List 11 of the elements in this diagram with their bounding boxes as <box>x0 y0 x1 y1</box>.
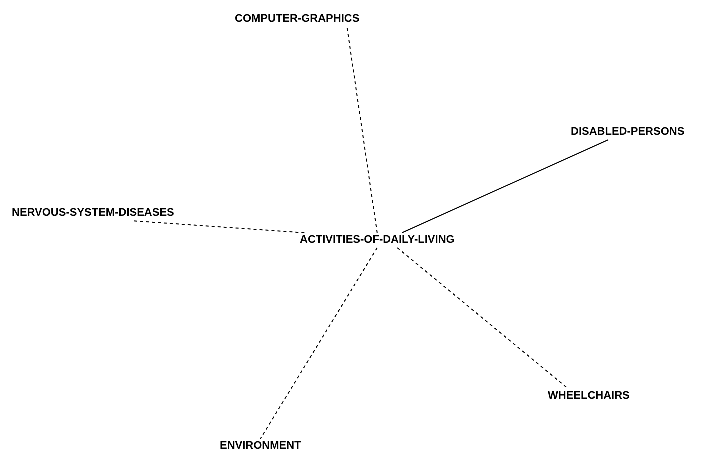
term-label: COMPUTER-GRAPHICS <box>235 12 360 27</box>
term-label: ACTIVITIES-OF-DAILY-LIVING <box>300 233 455 248</box>
connector-line <box>346 26 378 234</box>
term-label: NERVOUS-SYSTEM-DISEASES <box>12 206 174 221</box>
connector-line <box>402 140 610 234</box>
connector-line <box>260 248 378 440</box>
connector-line <box>397 248 569 390</box>
term-label: WHEELCHAIRS <box>548 389 630 404</box>
connector-line <box>132 220 306 234</box>
term-label: DISABLED-PERSONS <box>571 125 685 140</box>
term-label: ENVIRONMENT <box>220 439 302 454</box>
